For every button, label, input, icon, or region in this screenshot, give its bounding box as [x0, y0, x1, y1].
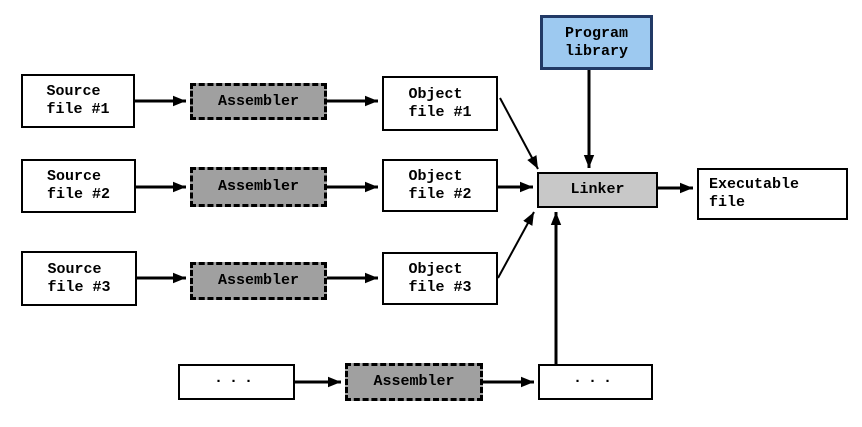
node-label: Object file #3 [408, 260, 472, 296]
node-object-file-3: Object file #3 [382, 252, 498, 305]
node-label: Source file #3 [47, 260, 111, 296]
node-label: Executable file [709, 176, 800, 211]
node-label: Program library [564, 24, 628, 60]
node-object-file-1: Object file #1 [382, 76, 498, 131]
node-source-file-1: Source file #1 [21, 74, 135, 128]
node-label: Assembler [373, 373, 455, 390]
arrow-object3-to-linker [497, 211, 535, 279]
node-ellipsis-object: ... [538, 364, 653, 400]
node-label: Assembler [217, 178, 299, 195]
node-source-file-2: Source file #2 [21, 159, 136, 213]
node-label: Source file #2 [46, 168, 110, 203]
node-assembler-3: Assembler [190, 262, 327, 300]
node-label: Object file #2 [408, 167, 472, 203]
node-label: Source file #1 [46, 83, 110, 118]
node-label: Linker [570, 181, 625, 198]
node-label: Assembler [217, 272, 299, 289]
node-executable-file: Executable file [697, 168, 848, 220]
node-linker: Linker [537, 172, 658, 208]
arrow-object1-to-linker [499, 97, 539, 170]
node-label: Assembler [217, 92, 299, 110]
node-program-library: Program library [540, 15, 653, 70]
node-ellipsis-source: ... [178, 364, 295, 400]
node-label: Object file #1 [408, 85, 472, 121]
node-object-file-2: Object file #2 [382, 159, 498, 212]
node-label: ... [213, 370, 259, 387]
node-assembler-4: Assembler [345, 363, 483, 401]
node-label: ... [572, 370, 618, 387]
node-assembler-1: Assembler [190, 83, 327, 120]
node-assembler-2: Assembler [190, 167, 327, 207]
node-source-file-3: Source file #3 [21, 251, 137, 306]
